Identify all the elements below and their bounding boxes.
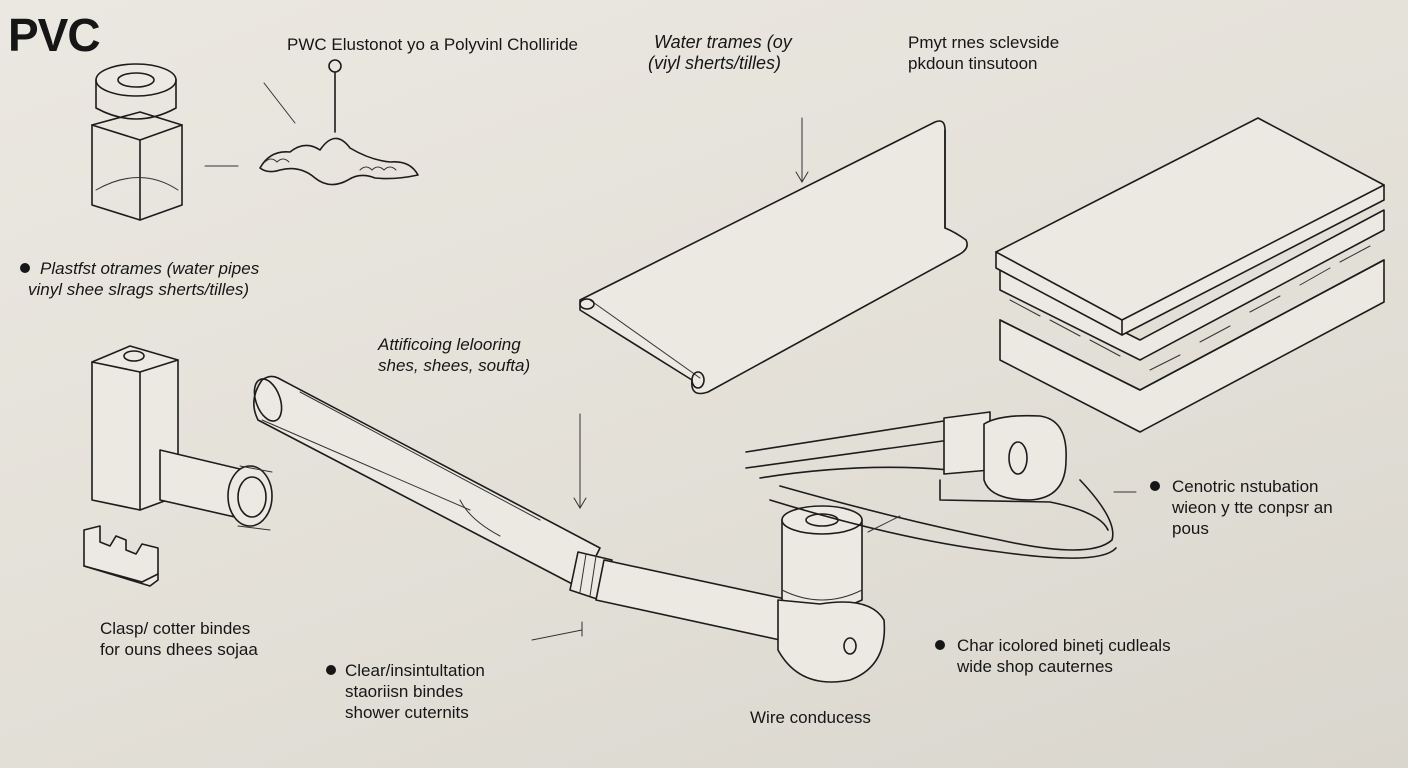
plastic-label: Plastfst otrames (water pipes vinyl shee…: [28, 259, 260, 299]
water-frames-label: Water trames (oy (viyl sherts/tilles): [648, 32, 792, 73]
clear-label: Clear/insintultation staoriisn bindes sh…: [345, 661, 485, 722]
wire-label: Wire conducess: [750, 708, 871, 727]
bullet-marker: [326, 665, 336, 675]
bullet-marker: [20, 263, 30, 273]
clasp-label: Clasp/ cotter bindes for ouns dhees soja…: [100, 619, 258, 659]
clip-icon: [83, 525, 159, 587]
definition-label: PWC Elustonot yo a Polyvinl Cholliride: [287, 35, 579, 54]
pmyt-label: Pmyt rnes sclevside pkdoun tinsutoon: [908, 33, 1060, 73]
tile-stack-icon: [995, 117, 1385, 433]
bullet-marker: [1150, 481, 1160, 491]
sheet-icon: [579, 117, 968, 395]
block-elbow-icon: [91, 345, 273, 531]
pipe-icon: [253, 375, 791, 641]
elbow-fitting-icon: [777, 505, 886, 683]
page-title: PVC: [8, 9, 101, 61]
cenotric-label: Cenotric nstubation wieon y tte conpsr a…: [1172, 477, 1333, 538]
wire-icon: [745, 411, 1137, 559]
char-label: Char icolored binetj cudleals wide shop …: [957, 636, 1171, 676]
blob-icon: [259, 59, 419, 186]
flooring-label: Attificoing lelooring shes, shees, souft…: [378, 335, 531, 375]
bullet-marker: [935, 640, 945, 650]
jar-icon: [91, 63, 239, 221]
